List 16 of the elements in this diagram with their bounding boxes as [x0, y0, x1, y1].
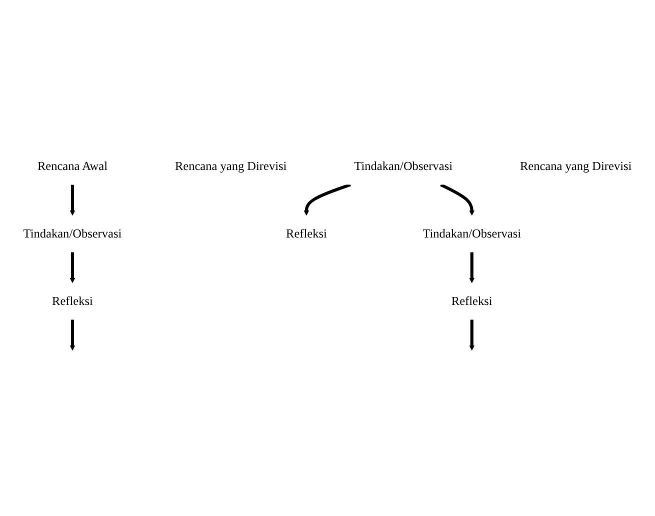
node-text: Refleksi: [451, 294, 492, 308]
arrow: [70, 184, 76, 216]
arrow: [304, 182, 351, 216]
arrow: [440, 183, 475, 216]
arrow: [70, 252, 76, 283]
arrow: [469, 319, 475, 350]
arrow: [469, 252, 475, 283]
node-text: Tindakan/Observasi: [422, 226, 522, 240]
node-text: Refleksi: [286, 226, 327, 240]
node-text: Rencana yang Direvisi: [520, 159, 632, 173]
node-text: Tindakan/Observasi: [354, 159, 453, 173]
node-text: Rencana yang Direvisi: [174, 159, 287, 173]
node-text: Tindakan/Observasi: [23, 226, 122, 240]
node-text: Refleksi: [52, 294, 93, 308]
arrow: [70, 319, 76, 350]
node-text: Rencana Awal: [37, 159, 108, 173]
